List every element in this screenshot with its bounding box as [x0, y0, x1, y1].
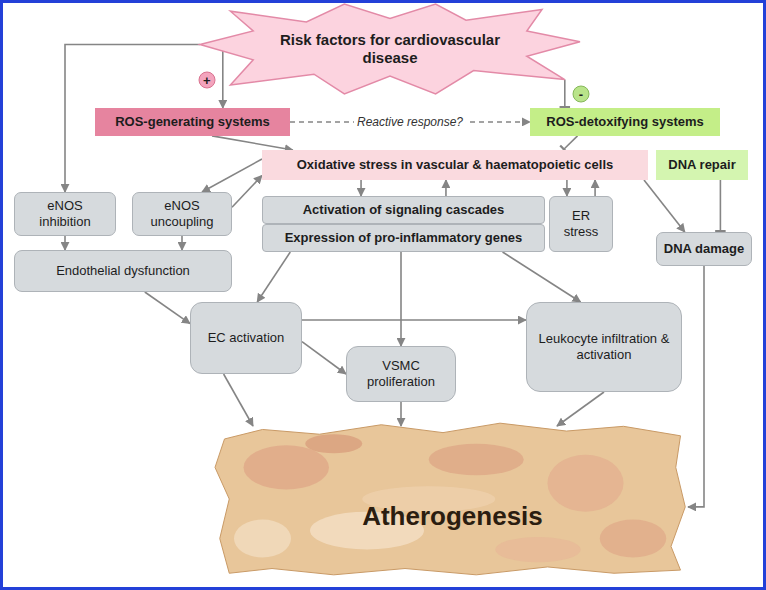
node-text: Endothelial dysfunction	[56, 263, 190, 279]
connector-arrow	[720, 180, 722, 232]
connector-arrow	[400, 402, 402, 426]
node-text: ROS-detoxifying systems	[546, 114, 704, 130]
atherogenesis-illustration: Atherogenesis	[215, 420, 690, 578]
connector-arrow	[257, 252, 290, 302]
connector-arrow	[64, 236, 66, 250]
node-text: EC activation	[208, 330, 285, 346]
process-box: Leukocyte infiltration & activation	[526, 302, 682, 392]
node-text: Oxidative stress in vascular & haematopo…	[297, 157, 613, 173]
process-box: Oxidative stress in vascular & haematopo…	[262, 150, 648, 180]
process-box: ER stress	[549, 196, 613, 252]
process-box: Expression of pro-inflammatory genes	[262, 224, 545, 252]
connector-arrow	[566, 180, 568, 196]
node-text: DNA repair	[668, 157, 735, 173]
connector-arrow	[232, 176, 262, 208]
process-box: ROS-detoxifying systems	[530, 108, 720, 136]
connector-arrow	[302, 342, 346, 374]
connector-arrow	[212, 136, 293, 150]
edge-label: Reactive response?	[354, 115, 466, 129]
node-text: eNOS inhibition	[21, 198, 109, 230]
process-box: EC activation	[190, 302, 302, 374]
connector-arrow	[563, 136, 577, 150]
node-text: Atherogenesis	[362, 501, 543, 533]
connector-arrow	[222, 51, 224, 108]
connector-arrow	[181, 236, 183, 250]
connector-arrow	[594, 180, 596, 196]
tissue-patch	[244, 445, 330, 489]
risk-starburst: Risk factors for cardiovascular disease	[200, 4, 580, 94]
connector-arrow	[557, 392, 604, 426]
tissue-patch	[234, 520, 291, 558]
connector-arrow	[400, 252, 402, 346]
tissue-patch	[548, 455, 624, 512]
node-text: Expression of pro-inflammatory genes	[285, 230, 523, 246]
node-text: Activation of signaling cascades	[303, 202, 505, 218]
connector-arrow	[644, 180, 685, 232]
connector-arrow	[360, 180, 362, 196]
tissue-patch	[600, 520, 667, 558]
node-text: Risk factors for cardiovascular disease	[275, 31, 505, 68]
connector-arrow	[445, 180, 447, 196]
node-text: DNA damage	[664, 241, 744, 257]
process-box: DNA damage	[656, 232, 752, 266]
connector-arrow	[564, 80, 566, 108]
sign-badge: -	[572, 85, 589, 102]
connector-arrow	[145, 292, 190, 324]
tissue-shape	[215, 423, 685, 575]
connector-arrow	[302, 319, 526, 321]
starburst-shape	[200, 4, 580, 94]
process-box: ROS-generating systems	[95, 108, 290, 136]
node-text: ROS-generating systems	[115, 114, 270, 130]
process-box: DNA repair	[656, 150, 748, 180]
sign-badge: +	[198, 71, 215, 88]
node-text: Leukocyte infiltration & activation	[533, 331, 675, 363]
process-box: eNOS inhibition	[14, 192, 116, 236]
connector-arrow	[503, 252, 581, 302]
tissue-illustration	[215, 420, 690, 578]
node-text: eNOS uncoupling	[139, 198, 225, 230]
connector-arrow	[224, 374, 253, 426]
process-box: VSMC proliferation	[346, 346, 456, 402]
tissue-patch	[429, 444, 524, 476]
connector-arrow	[202, 159, 262, 192]
process-box: eNOS uncoupling	[132, 192, 232, 236]
connector-arrow	[688, 266, 704, 507]
process-box: Activation of signaling cascades	[262, 196, 545, 224]
tissue-patch	[305, 434, 362, 453]
process-box: Endothelial dysfunction	[14, 250, 232, 292]
node-text: ER stress	[556, 208, 606, 240]
node-text: VSMC proliferation	[353, 358, 449, 390]
tissue-patch	[495, 537, 581, 562]
